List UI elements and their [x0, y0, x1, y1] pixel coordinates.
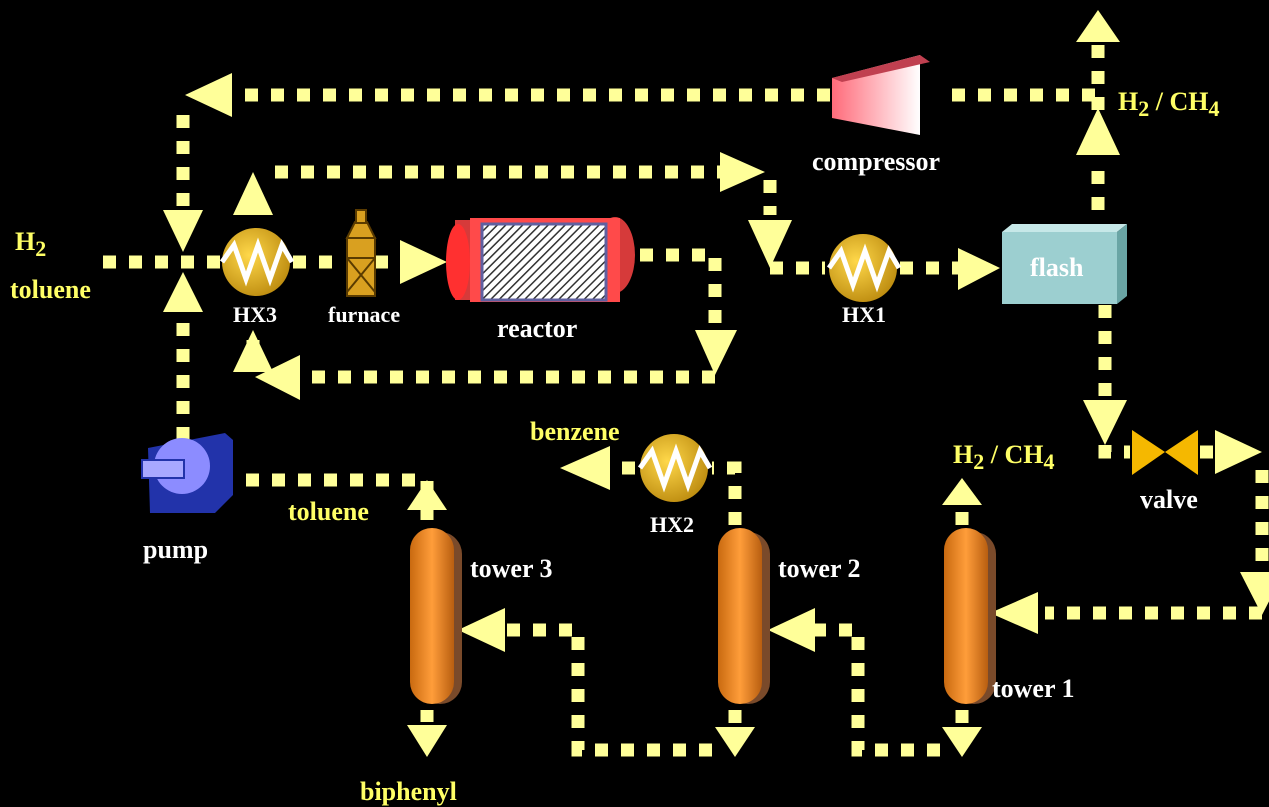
tower2-label: tower 2 [778, 554, 861, 583]
hx2-icon [637, 434, 713, 502]
benzene-label: benzene [530, 417, 620, 446]
arrow-hx3-up [233, 172, 273, 215]
arrow-back-left [255, 355, 300, 400]
arrow-pump-up [163, 272, 203, 312]
stream-t1-to-t2 [815, 623, 940, 757]
tower3-icon [410, 528, 462, 704]
arrow-to-tower1 [990, 592, 1038, 634]
stream-lines [103, 45, 1269, 757]
arrow-to-tower2 [768, 608, 815, 652]
flash-label: flash [1030, 253, 1084, 282]
arrow-valve-out [1215, 430, 1262, 474]
tower3-label: tower 3 [470, 554, 553, 583]
arrow-to-reactor [400, 240, 447, 284]
flash-icon [1002, 224, 1127, 304]
arrow-t3-top [407, 480, 447, 510]
furnace-label: furnace [328, 302, 400, 327]
arrow-top-right [720, 152, 765, 192]
arrow-benzene [560, 446, 610, 490]
h2-ch4-mid-label: H2 / CH4 [953, 440, 1054, 474]
arrow-recycle-down [163, 210, 203, 252]
hx1-icon [826, 234, 902, 302]
biphenyl-label: biphenyl [360, 777, 457, 806]
pump-label: pump [143, 535, 208, 564]
stream-reactor-out [640, 248, 722, 330]
hx2-label: HX2 [650, 512, 694, 537]
stream-to-valve [1098, 445, 1130, 459]
arrow-valve-down [1240, 572, 1269, 615]
tower2-icon [718, 528, 770, 704]
stream-arrows [163, 10, 1269, 757]
hx3-icon [219, 228, 295, 296]
arrow-t3-bottom [407, 725, 447, 757]
compressor-icon [832, 55, 930, 135]
arrow-flash-down [1083, 400, 1127, 445]
stream-t2-to-t3 [505, 623, 712, 757]
compressor-label: compressor [812, 147, 940, 176]
arrow-t2-bottom [715, 727, 755, 757]
stream-t2-top [712, 461, 742, 525]
arrow-recycle-left [185, 73, 232, 117]
arrow-t1-bottom [942, 727, 982, 757]
arrow-flash-up [1076, 108, 1120, 155]
h2-feed-label: H2 [15, 227, 46, 261]
reactor-label: reactor [497, 314, 577, 343]
toluene-feed-label: toluene [10, 275, 91, 304]
arrow-reactor-down [695, 330, 737, 375]
arrow-to-flash [958, 248, 1000, 290]
pump-icon [141, 433, 233, 513]
hx1-label: HX1 [842, 302, 886, 327]
arrow-t1-top [942, 478, 982, 505]
arrow-top-down [748, 220, 792, 268]
arrow-gas-out [1076, 10, 1120, 42]
tower1-label: tower 1 [992, 674, 1075, 703]
valve-icon [1132, 430, 1198, 475]
reactor-icon [446, 217, 635, 302]
arrow-to-tower3 [458, 608, 505, 652]
h2-ch4-top-label: H2 / CH4 [1118, 87, 1219, 121]
furnace-icon [345, 209, 377, 297]
toluene-recycle-label: toluene [288, 497, 369, 526]
tower1-icon [944, 528, 996, 704]
arrow-hx3-low-up [233, 330, 273, 372]
hx3-label: HX3 [233, 302, 277, 327]
valve-label: valve [1140, 485, 1198, 514]
